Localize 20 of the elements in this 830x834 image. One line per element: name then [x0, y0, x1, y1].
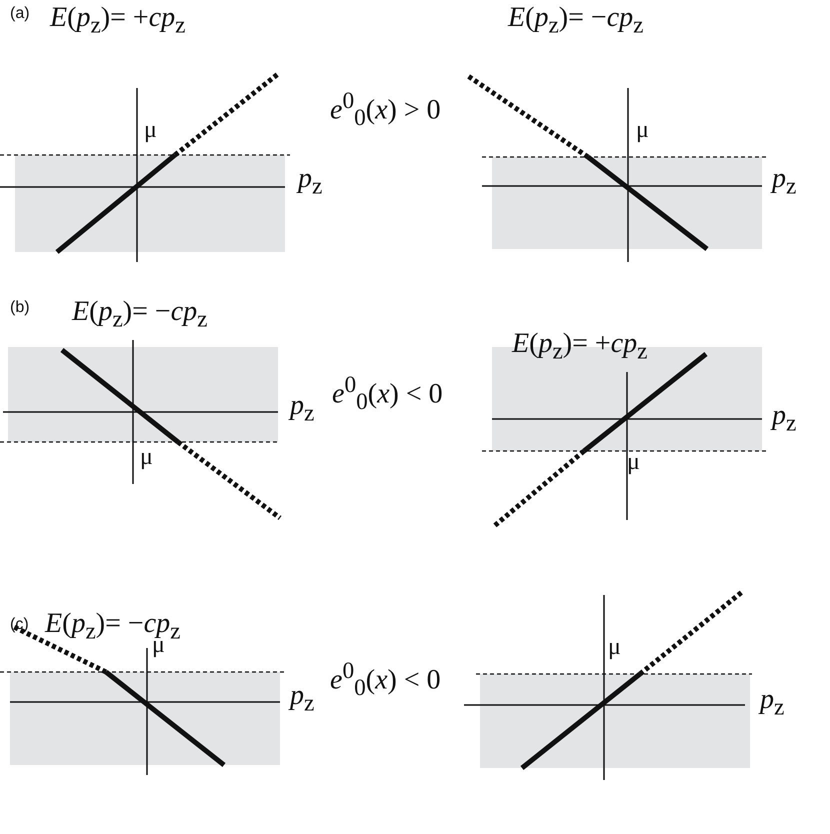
condition-equation: e$^{0}$$_{0}$(x) < 0 — [330, 660, 441, 700]
mu-label: μ — [140, 445, 153, 469]
equation: E(p$_{z}$)= −cp$_{z}$ — [508, 4, 644, 38]
axis-label: p$_{z}$ — [772, 402, 796, 436]
mu-label: μ — [627, 450, 640, 474]
panel-label: (a) — [10, 6, 30, 22]
equation: E(p$_{z}$)= +cp$_{z}$ — [512, 330, 648, 364]
mu-label: μ — [144, 118, 157, 142]
mu-label: μ — [636, 118, 649, 142]
axis-label: p$_{z}$ — [760, 686, 784, 720]
axis-label: p$_{z}$ — [290, 682, 314, 716]
equation: E(p$_{z}$)= −cp$_{z}$ — [72, 298, 208, 332]
mu-label: μ — [608, 635, 621, 659]
equation: E(p$_{z}$)= +cp$_{z}$ — [50, 4, 186, 38]
condition-equation: e$^{0}$$_{0}$(x) < 0 — [332, 374, 443, 414]
axis-label: p$_{z}$ — [772, 165, 796, 199]
axis-label: p$_{z}$ — [298, 165, 322, 199]
panel-label: (b) — [10, 300, 30, 316]
condition-equation: e$^{0}$$_{0}$(x) > 0 — [330, 90, 441, 130]
axis-label: p$_{z}$ — [290, 392, 314, 426]
